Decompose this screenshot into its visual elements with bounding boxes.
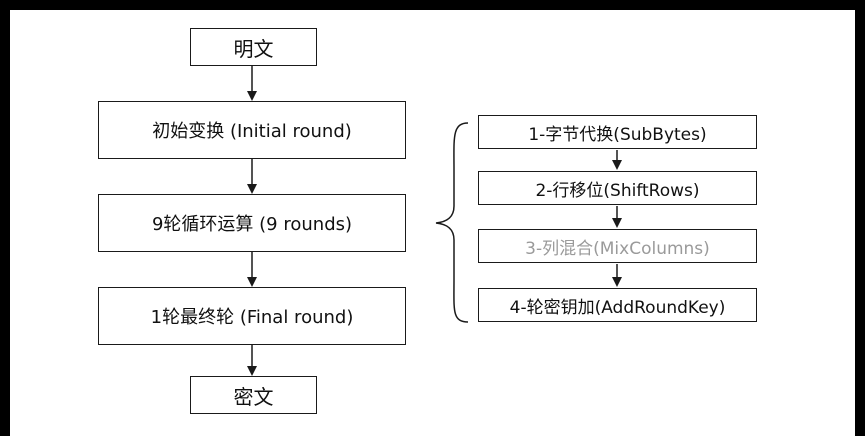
step-shiftrows-label: 2-行移位(ShiftRows) bbox=[535, 180, 700, 201]
nine-rounds-box: 9轮循环运算 (9 rounds) bbox=[98, 194, 406, 252]
step-mixcolumns-box: 3-列混合(MixColumns) bbox=[478, 229, 757, 263]
curly-brace bbox=[435, 122, 469, 323]
step-mixcolumns-label: 3-列混合(MixColumns) bbox=[525, 238, 710, 259]
plaintext-box: 明文 bbox=[190, 28, 317, 66]
ciphertext-box: 密文 bbox=[190, 376, 317, 414]
step-addroundkey-box: 4-轮密钥加(AddRoundKey) bbox=[478, 288, 757, 322]
final-round-label: 1轮最终轮 (Final round) bbox=[150, 307, 354, 328]
final-round-box: 1轮最终轮 (Final round) bbox=[98, 287, 406, 345]
step-shiftrows-box: 2-行移位(ShiftRows) bbox=[478, 171, 757, 205]
step-subbytes-box: 1-字节代换(SubBytes) bbox=[478, 115, 757, 149]
initial-round-label: 初始变换 (Initial round) bbox=[152, 121, 352, 142]
connector-lines bbox=[247, 66, 622, 376]
step-addroundkey-label: 4-轮密钥加(AddRoundKey) bbox=[509, 297, 726, 318]
diagram-canvas: 明文 初始变换 (Initial round) 9轮循环运算 (9 rounds… bbox=[10, 10, 855, 436]
initial-round-box: 初始变换 (Initial round) bbox=[98, 101, 406, 159]
nine-rounds-label: 9轮循环运算 (9 rounds) bbox=[151, 214, 353, 235]
ciphertext-label: 密文 bbox=[233, 384, 274, 409]
step-subbytes-label: 1-字节代换(SubBytes) bbox=[528, 124, 707, 145]
plaintext-label: 明文 bbox=[233, 36, 274, 61]
